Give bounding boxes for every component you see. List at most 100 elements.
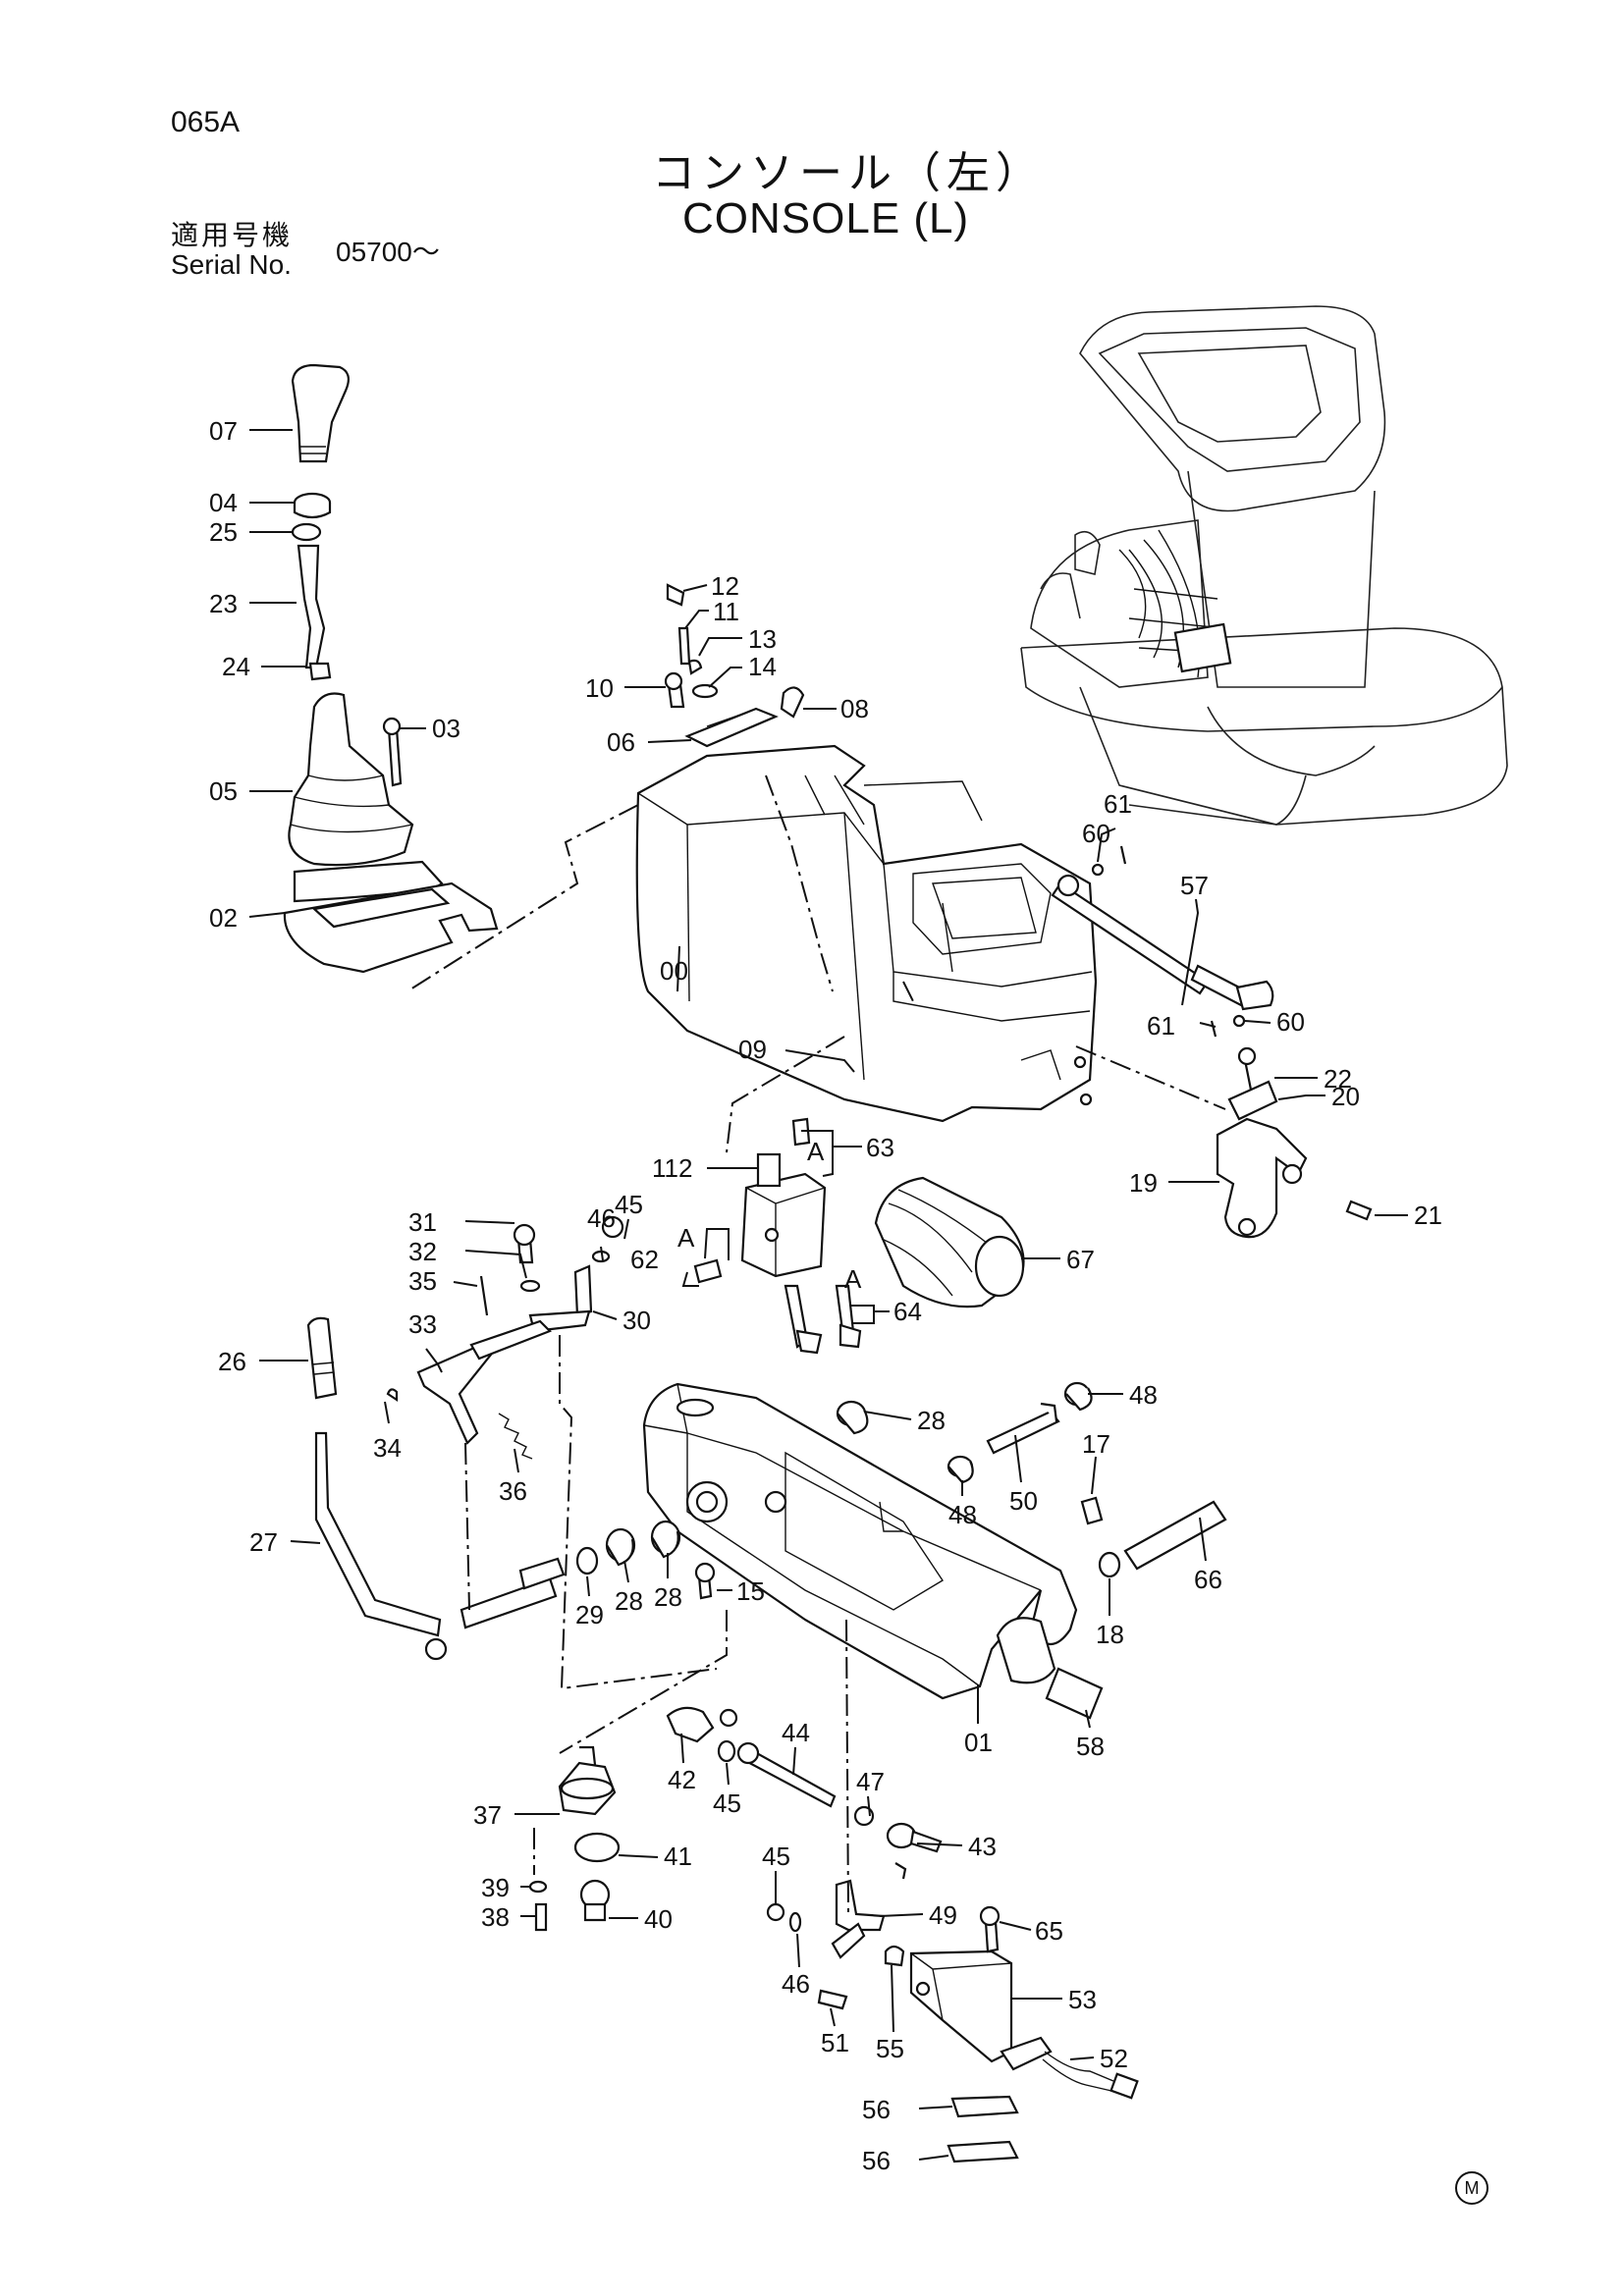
a-group-marks: A A A (677, 1137, 862, 1294)
callout: 11 (713, 597, 739, 626)
callout: 24 (222, 652, 250, 681)
callout: 31 (408, 1207, 437, 1237)
bracket-19-20 (1216, 1046, 1373, 1239)
callout: 05 (209, 776, 238, 806)
callout: 02 (209, 903, 238, 933)
callout: 39 (481, 1873, 510, 1902)
callout: 46 (782, 1969, 810, 1999)
callout: 28 (615, 1586, 643, 1616)
top-bracket-parts (664, 583, 805, 748)
callout: 38 (481, 1902, 510, 1932)
rubber-boot-67 (874, 1176, 1025, 1308)
callout: 20 (1331, 1082, 1360, 1111)
lever-knob-assembly (283, 363, 499, 974)
callout: 48 (1129, 1380, 1158, 1410)
callout: 45 (615, 1190, 643, 1219)
base-frame-01 (642, 1382, 1078, 1700)
callout: 30 (622, 1306, 651, 1335)
callout: 26 (218, 1347, 246, 1376)
callout: 28 (917, 1406, 946, 1435)
serial-number-value: 05700～ (336, 237, 440, 267)
callout: 43 (968, 1832, 997, 1861)
callout: 34 (373, 1433, 402, 1463)
a-mark: A (807, 1137, 825, 1166)
alignment-lines (409, 774, 1226, 1915)
callout: 53 (1068, 1985, 1097, 2014)
callout: 10 (585, 673, 614, 703)
a-mark: A (844, 1264, 862, 1294)
callout: 03 (432, 714, 460, 743)
callout: 01 (964, 1728, 993, 1757)
callout: 67 (1066, 1245, 1095, 1274)
callout: 22 (1324, 1064, 1352, 1094)
callout: 56 (862, 2095, 891, 2124)
callout: 00 (660, 956, 688, 986)
callout: 66 (1194, 1565, 1222, 1594)
callout: 65 (1035, 1916, 1063, 1946)
callout: 55 (876, 2034, 904, 2063)
callout: 51 (821, 2028, 849, 2057)
callout-labels: 07 04 25 23 24 03 05 02 12 11 13 14 10 0… (209, 416, 1442, 2175)
callout: 32 (408, 1237, 437, 1266)
callout: 37 (473, 1800, 502, 1830)
title-english: CONSOLE (L) (682, 194, 970, 242)
callout: 58 (1076, 1732, 1105, 1761)
callout: 07 (209, 416, 238, 446)
callout: 12 (711, 571, 739, 601)
callout: 60 (1276, 1007, 1305, 1037)
callout: 41 (664, 1842, 692, 1871)
pilot-valve-112 (693, 1117, 862, 1355)
callout: 47 (856, 1767, 885, 1796)
serial-label-english: Serial No. (171, 249, 292, 280)
callout: 15 (736, 1576, 765, 1606)
page-code: 065A (171, 106, 241, 138)
callout: 18 (1096, 1620, 1124, 1649)
callout: 61 (1147, 1011, 1175, 1041)
callout: 29 (575, 1600, 604, 1629)
callout: 23 (209, 589, 238, 618)
callout: 06 (607, 727, 635, 757)
title-japanese: コンソール（左） (652, 149, 1045, 197)
callout: 50 (1009, 1486, 1038, 1516)
lower-parts (528, 1706, 1139, 2163)
callout: 28 (654, 1582, 682, 1612)
callout: 42 (668, 1765, 696, 1794)
callout: 49 (929, 1900, 957, 1930)
callout: 48 (948, 1500, 977, 1529)
callout: 52 (1100, 2044, 1128, 2073)
callout: 04 (209, 488, 238, 517)
callout: 35 (408, 1266, 437, 1296)
callout: 112 (652, 1153, 692, 1183)
callout: 45 (713, 1789, 741, 1818)
callout: 60 (1082, 819, 1110, 848)
callout: 19 (1129, 1168, 1158, 1198)
linkage-30-36 (386, 1215, 624, 1460)
callout: 36 (499, 1476, 527, 1506)
callout: 62 (630, 1245, 659, 1274)
callout: 25 (209, 517, 238, 547)
gas-spring-57 (1051, 845, 1274, 1038)
callout: 57 (1180, 871, 1209, 900)
callout: 56 (862, 2146, 891, 2175)
leader-lines (248, 429, 1408, 2161)
a-mark: A (677, 1223, 695, 1253)
callout: 61 (1104, 789, 1132, 819)
callout: 17 (1082, 1429, 1110, 1459)
bushings-pins (575, 1381, 1227, 1720)
callout: 33 (408, 1309, 437, 1339)
callout: 45 (762, 1842, 790, 1871)
callout: 44 (782, 1718, 810, 1747)
callout: 63 (866, 1133, 894, 1162)
callout: 09 (738, 1035, 767, 1064)
callout: 21 (1414, 1201, 1442, 1230)
callout: 40 (644, 1904, 673, 1934)
console-body (635, 744, 1098, 1123)
serial-label-japanese: 適用号機 (171, 220, 294, 250)
callout: 27 (249, 1527, 278, 1557)
callout: 64 (893, 1297, 922, 1326)
callout: 46 (587, 1203, 616, 1233)
manufacturer-mark: M (1455, 2171, 1488, 2205)
callout: 13 (748, 624, 777, 654)
